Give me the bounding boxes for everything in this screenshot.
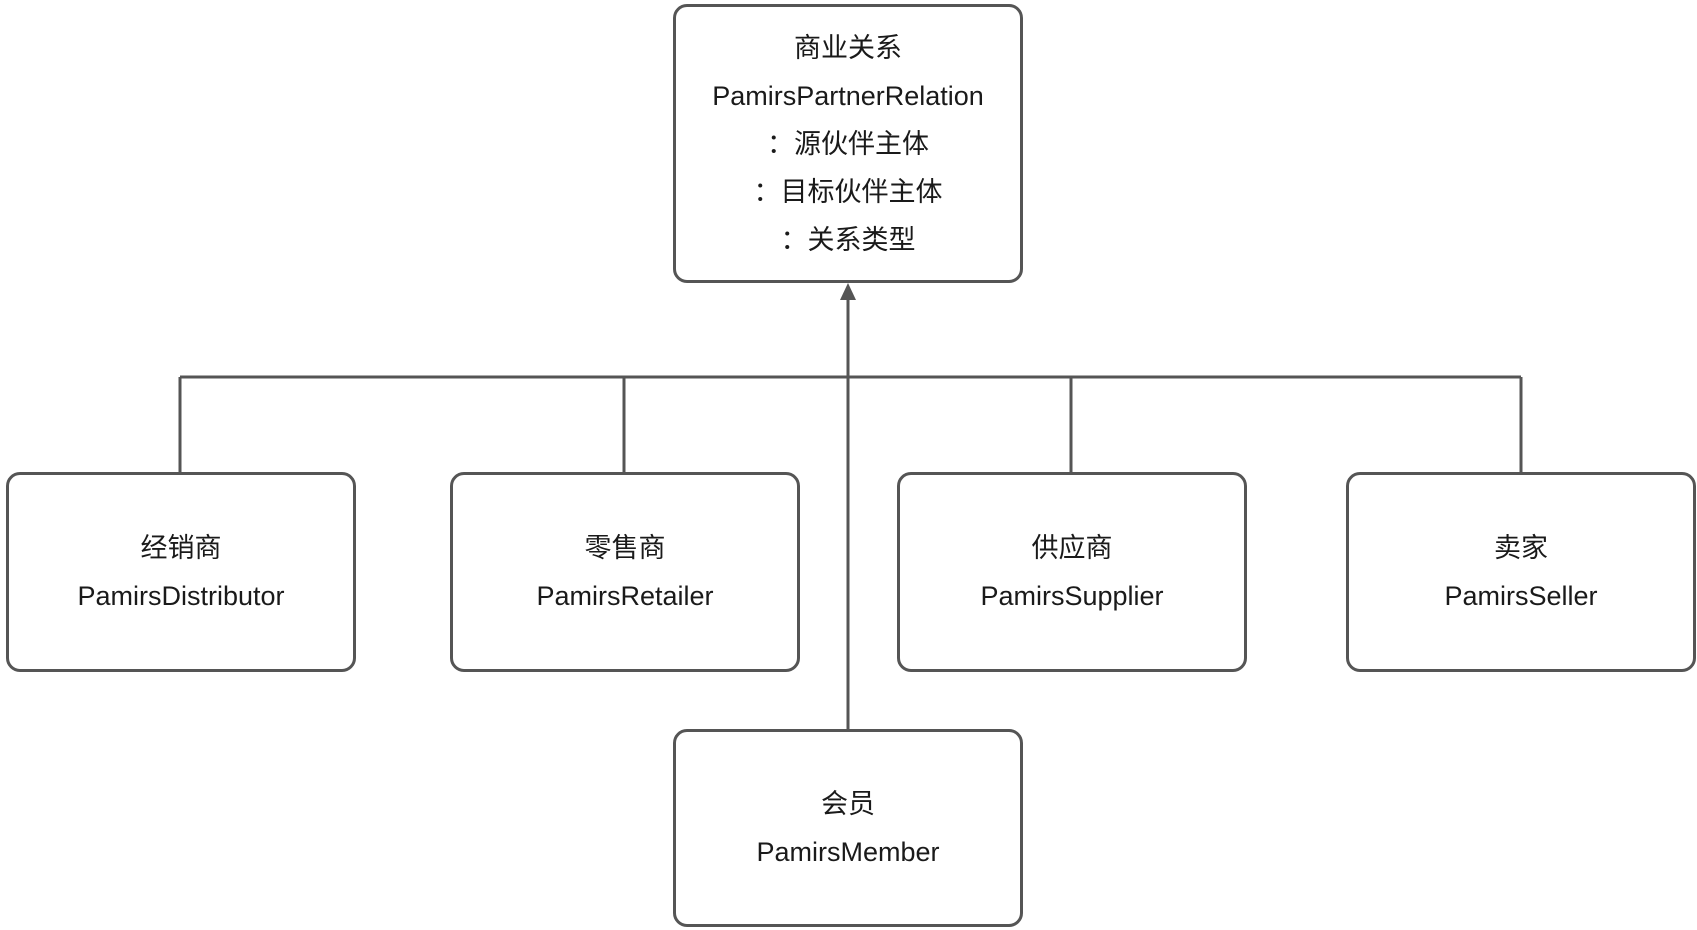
class-name: PamirsPartnerRelation	[712, 80, 984, 111]
class-name: PamirsDistributor	[77, 581, 285, 611]
class-box-member: 会员 PamirsMember	[673, 729, 1023, 927]
class-box-supplier: 供应商 PamirsSupplier	[897, 472, 1247, 672]
class-name: PamirsRetailer	[536, 581, 714, 611]
class-title: 经销商	[140, 533, 222, 563]
class-title: 商业关系	[794, 32, 902, 63]
class-box-retailer: 零售商 PamirsRetailer	[450, 472, 800, 672]
class-name: PamirsMember	[756, 837, 940, 867]
class-title: 供应商	[1031, 533, 1113, 563]
class-box-partner-relation: 商业关系 PamirsPartnerRelation ：源伙伴主体 ：目标伙伴主…	[673, 4, 1023, 283]
arrowhead-icon	[840, 283, 856, 300]
class-box-seller: 卖家 PamirsSeller	[1346, 472, 1696, 672]
class-title: 卖家	[1494, 533, 1548, 563]
field-relation-type: ：关系类型	[780, 224, 916, 255]
field-target-partner: ：目标伙伴主体	[753, 176, 943, 207]
class-title: 零售商	[584, 533, 666, 563]
class-name: PamirsSupplier	[980, 581, 1164, 611]
class-title: 会员	[821, 789, 875, 819]
class-name: PamirsSeller	[1444, 581, 1598, 611]
field-source-partner: ：源伙伴主体	[767, 128, 929, 159]
class-box-distributor: 经销商 PamirsDistributor	[6, 472, 356, 672]
